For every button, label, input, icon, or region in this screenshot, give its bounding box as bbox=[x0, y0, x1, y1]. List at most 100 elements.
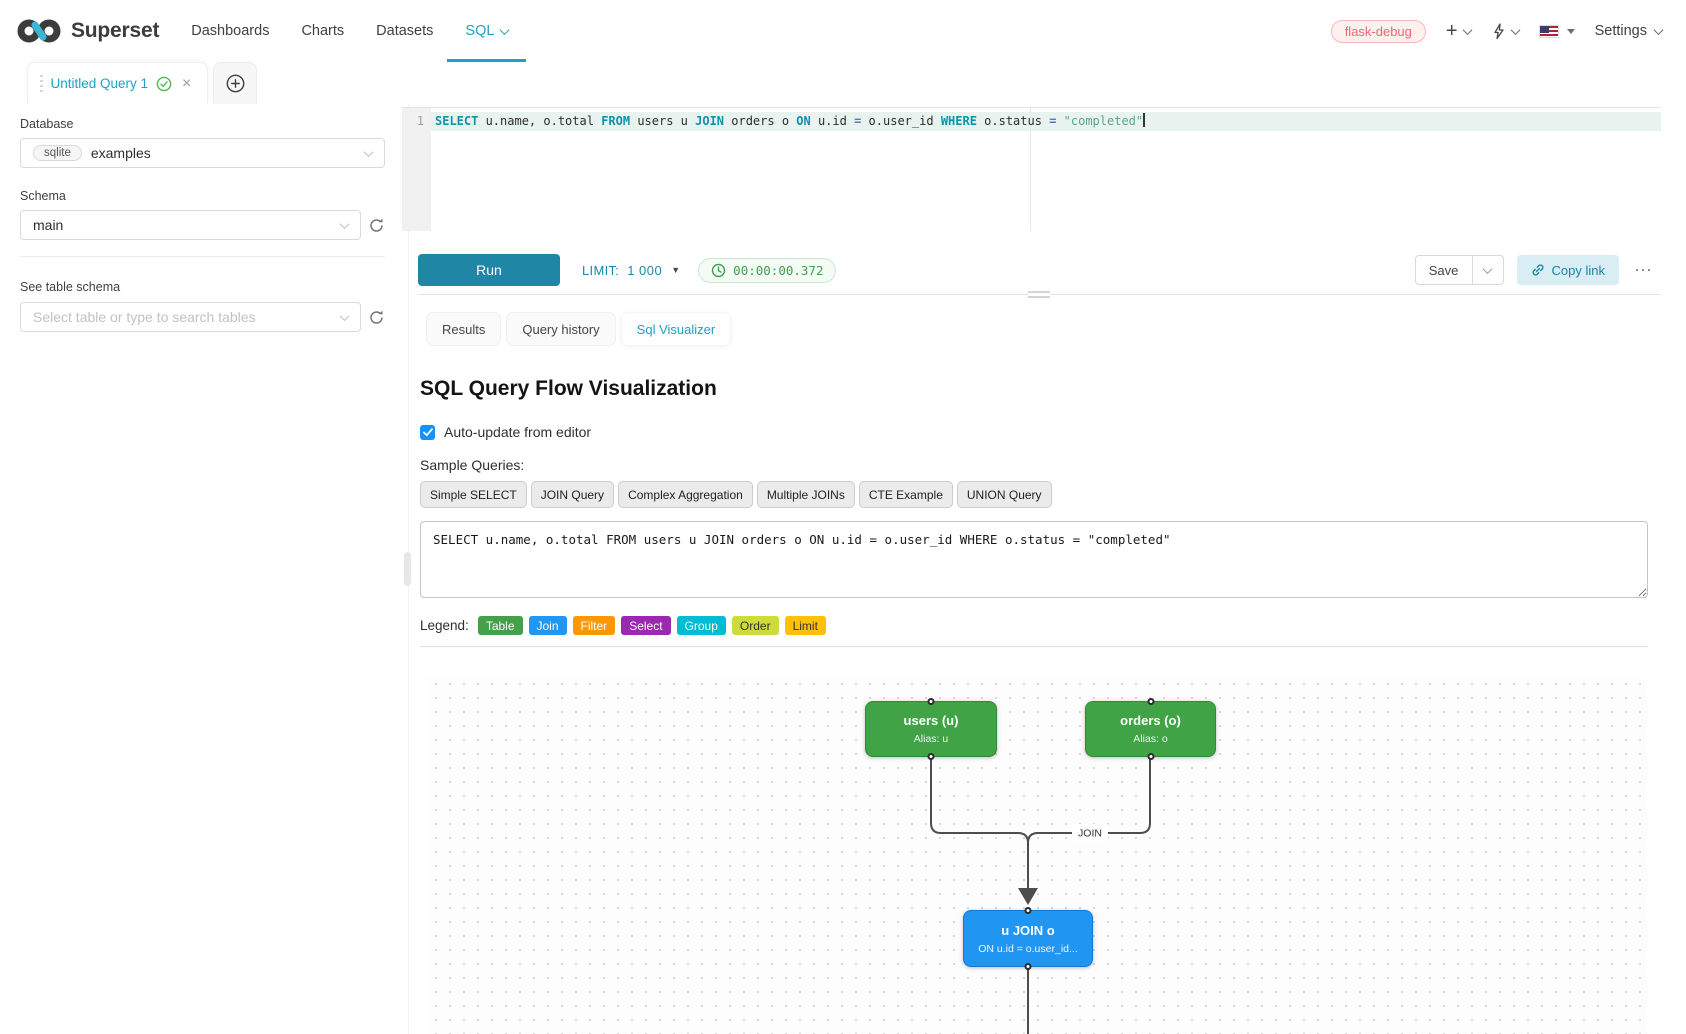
limit-control[interactable]: LIMIT: 1 000 ▼ bbox=[582, 263, 680, 278]
legend-chip-join: Join bbox=[528, 616, 567, 636]
schema-value: main bbox=[33, 217, 64, 233]
sample-button-complex-aggregation[interactable]: Complex Aggregation bbox=[618, 481, 753, 508]
node-handle-bottom[interactable] bbox=[1024, 963, 1032, 971]
close-tab-icon[interactable]: × bbox=[182, 74, 192, 92]
chevron-down-icon bbox=[1462, 24, 1473, 35]
table-select[interactable]: Select table or type to search tables bbox=[20, 302, 361, 332]
schema-select[interactable]: main bbox=[20, 210, 361, 240]
legend-chip-select: Select bbox=[621, 616, 671, 636]
page-title: SQL Query Flow Visualization bbox=[420, 377, 717, 400]
add-tab-button[interactable] bbox=[213, 62, 257, 104]
query-tab-label: Untitled Query 1 bbox=[50, 76, 149, 91]
new-item-button[interactable]: + bbox=[1445, 20, 1473, 42]
database-value: examples bbox=[90, 145, 151, 161]
sample-button-multiple-joins[interactable]: Multiple JOINs bbox=[756, 481, 855, 508]
nav-item-dashboards[interactable]: Dashboards bbox=[191, 0, 269, 62]
navbar: Superset Dashboards Charts Datasets SQL fla… bbox=[0, 0, 1686, 62]
success-check-icon bbox=[156, 76, 172, 91]
sidebar-resize-handle[interactable] bbox=[404, 552, 411, 586]
sql-token bbox=[1056, 114, 1063, 128]
brand-text: Superset bbox=[71, 19, 160, 42]
database-select[interactable]: sqlite examples bbox=[20, 138, 385, 168]
sql-code-line: SELECT u.name, o.total FROM users u JOIN… bbox=[435, 112, 1146, 131]
query-tab[interactable]: Untitled Query 1 × bbox=[27, 62, 208, 104]
plus-icon: + bbox=[1445, 20, 1458, 42]
chevron-down-icon bbox=[339, 310, 350, 321]
sample-button-join-query[interactable]: JOIN Query bbox=[530, 481, 615, 508]
sql-token: SELECT bbox=[435, 114, 479, 128]
node-handle-top[interactable] bbox=[1024, 907, 1032, 915]
sample-button-simple-select[interactable]: Simple SELECT bbox=[420, 481, 527, 508]
settings-menu[interactable]: Settings bbox=[1594, 23, 1664, 39]
refresh-schema-button[interactable] bbox=[368, 217, 385, 234]
drag-handle-icon[interactable] bbox=[40, 74, 43, 93]
language-picker[interactable] bbox=[1538, 24, 1575, 38]
query-input[interactable]: SELECT u.name, o.total FROM users u JOIN… bbox=[420, 521, 1648, 598]
engine-badge: sqlite bbox=[33, 145, 82, 161]
superset-brand[interactable]: Superset bbox=[16, 16, 159, 46]
nav-item-charts[interactable]: Charts bbox=[301, 0, 344, 62]
sample-queries-label: Sample Queries: bbox=[420, 457, 525, 473]
nav-item-sql[interactable]: SQL bbox=[447, 0, 527, 62]
node-handle-bottom[interactable] bbox=[927, 753, 935, 761]
tab-results[interactable]: Results bbox=[426, 312, 502, 346]
table-select-placeholder: Select table or type to search tables bbox=[33, 309, 256, 325]
env-badge: flask-debug bbox=[1330, 19, 1426, 43]
chevron-down-icon bbox=[499, 24, 510, 35]
run-button[interactable]: Run bbox=[418, 254, 560, 286]
auto-update-checkbox[interactable] bbox=[420, 424, 435, 440]
print-margin-line bbox=[1030, 108, 1031, 231]
editor-toolbar: Run LIMIT: 1 000 ▼ 00:00:00.372 Save bbox=[418, 250, 1653, 290]
link-icon bbox=[1532, 264, 1543, 276]
active-line-highlight bbox=[431, 112, 1661, 131]
database-label: Database bbox=[20, 117, 74, 131]
chevron-down-icon bbox=[363, 146, 374, 157]
sql-token: "completed" bbox=[1063, 114, 1144, 128]
save-button[interactable]: Save bbox=[1414, 255, 1473, 285]
sql-token: orders o bbox=[724, 114, 797, 128]
content-divider bbox=[420, 646, 1648, 648]
pane-resize-handle[interactable] bbox=[1028, 291, 1050, 298]
caret-down-icon bbox=[1566, 28, 1575, 34]
nav-item-label: Datasets bbox=[376, 23, 434, 39]
table-schema-label: See table schema bbox=[20, 280, 121, 294]
sql-token: FROM bbox=[601, 114, 631, 128]
flow-node-title: orders (o) bbox=[1120, 713, 1181, 729]
flow-node-title: users (u) bbox=[903, 713, 959, 729]
save-options-button[interactable] bbox=[1472, 255, 1504, 285]
superset-logo-icon bbox=[17, 19, 61, 43]
legend-chip-order: Order bbox=[731, 616, 779, 636]
settings-label: Settings bbox=[1594, 23, 1647, 39]
sql-editor[interactable]: 1 SELECT u.name, o.total FROM users u JO… bbox=[402, 107, 1661, 231]
copy-link-button[interactable]: Copy link bbox=[1516, 255, 1619, 285]
limit-value: 1 000 bbox=[627, 262, 663, 278]
nav-item-label: SQL bbox=[465, 23, 495, 39]
main-nav: Dashboards Charts Datasets SQL bbox=[191, 0, 527, 62]
sample-button-union-query[interactable]: UNION Query bbox=[956, 481, 1052, 508]
sql-token: ON bbox=[796, 114, 811, 128]
more-options-button[interactable]: ⋯ bbox=[1634, 259, 1653, 280]
sql-token: o.status bbox=[976, 114, 1050, 128]
schema-label: Schema bbox=[20, 189, 66, 203]
legend-chip-table: Table bbox=[477, 616, 523, 636]
query-search-button[interactable] bbox=[1491, 22, 1521, 40]
legend-chip-filter: Filter bbox=[572, 616, 616, 636]
flow-node-users[interactable]: users (u) Alias: u bbox=[865, 698, 997, 761]
sample-button-cte-example[interactable]: CTE Example bbox=[858, 481, 953, 508]
nav-item-label: Dashboards bbox=[191, 23, 270, 39]
nav-item-datasets[interactable]: Datasets bbox=[376, 0, 433, 62]
tab-query-history[interactable]: Query history bbox=[506, 312, 616, 346]
flow-node-subtitle: Alias: u bbox=[913, 733, 949, 746]
sql-token: users u bbox=[630, 114, 696, 128]
refresh-tables-button[interactable] bbox=[368, 309, 385, 326]
nav-item-label: Charts bbox=[301, 23, 345, 39]
node-handle-top[interactable] bbox=[927, 698, 935, 706]
node-handle-bottom[interactable] bbox=[1147, 753, 1154, 761]
flow-node-orders[interactable]: orders (o)Alias: o bbox=[1085, 698, 1216, 761]
sql-token: o.user_id bbox=[861, 114, 941, 128]
tab-sql-visualizer[interactable]: Sql Visualizer bbox=[620, 312, 732, 346]
node-handle-top[interactable] bbox=[1147, 698, 1154, 706]
